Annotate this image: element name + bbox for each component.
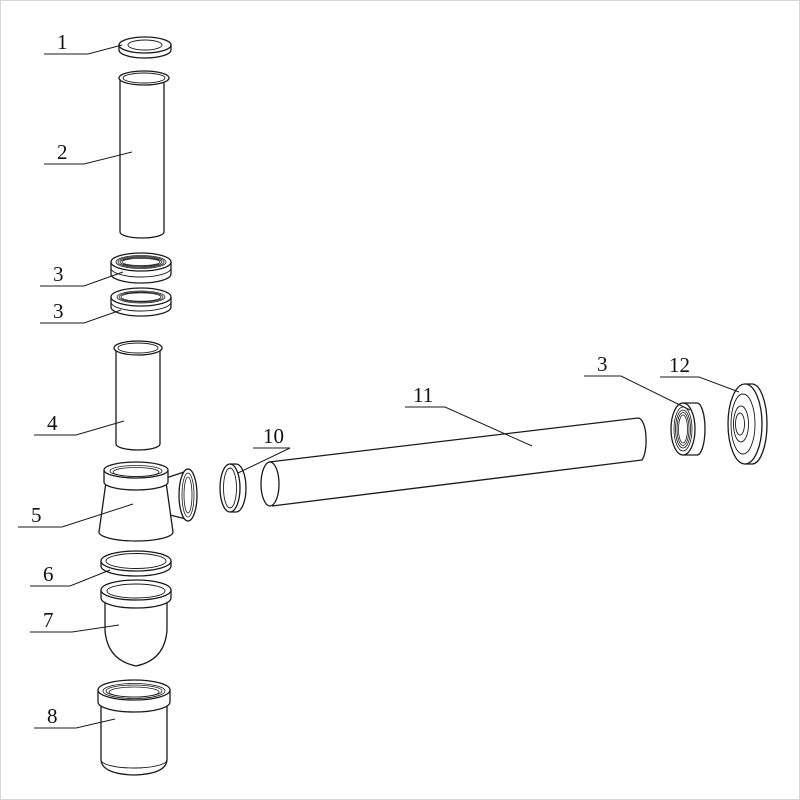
part-labels: 1 2 3 3 4 5 6 7 8 10 11 3 12 <box>31 30 690 728</box>
leader-3a <box>40 271 124 287</box>
label-part-3-upper: 3 <box>53 262 64 286</box>
part-11-drain-tube <box>260 417 647 507</box>
part-7-bottle-cup <box>100 579 172 667</box>
part-3-threaded-nut-lower <box>110 287 172 317</box>
label-part-3-right: 3 <box>597 352 608 376</box>
part-5-trap-body <box>98 461 198 542</box>
leader-2 <box>44 151 133 165</box>
label-part-6: 6 <box>43 562 54 586</box>
part-3-threaded-nut-right <box>670 402 706 456</box>
leader-7 <box>30 624 120 633</box>
part-6-washer <box>100 550 172 577</box>
part-3-threaded-nut-upper <box>110 252 172 284</box>
part-4-inlet-tube <box>113 340 163 451</box>
leader-3b <box>40 309 122 324</box>
label-part-7: 7 <box>43 608 54 632</box>
label-part-10: 10 <box>263 424 284 448</box>
leader-5 <box>18 503 134 528</box>
part-10-connector-ring <box>219 463 247 513</box>
leader-4 <box>34 420 125 436</box>
label-part-5: 5 <box>31 503 42 527</box>
leader-11 <box>405 406 533 447</box>
part-1-cap-ring <box>118 36 172 59</box>
leader-3c <box>584 375 691 411</box>
label-part-8: 8 <box>47 704 58 728</box>
leader-10 <box>237 447 291 474</box>
leader-1 <box>44 44 123 55</box>
leader-12 <box>660 376 740 393</box>
label-part-4: 4 <box>47 411 58 435</box>
label-part-12: 12 <box>669 353 690 377</box>
leader-lines <box>18 44 740 729</box>
part-12-wall-flange <box>727 383 768 465</box>
leader-6 <box>30 569 111 587</box>
label-part-1: 1 <box>57 30 68 54</box>
label-part-11: 11 <box>413 383 433 407</box>
label-part-3-lower: 3 <box>53 299 64 323</box>
part-2-tailpiece-tube <box>118 70 170 239</box>
part-8-bottom-cap <box>97 679 171 776</box>
label-part-2: 2 <box>57 140 68 164</box>
leader-8 <box>34 718 116 729</box>
